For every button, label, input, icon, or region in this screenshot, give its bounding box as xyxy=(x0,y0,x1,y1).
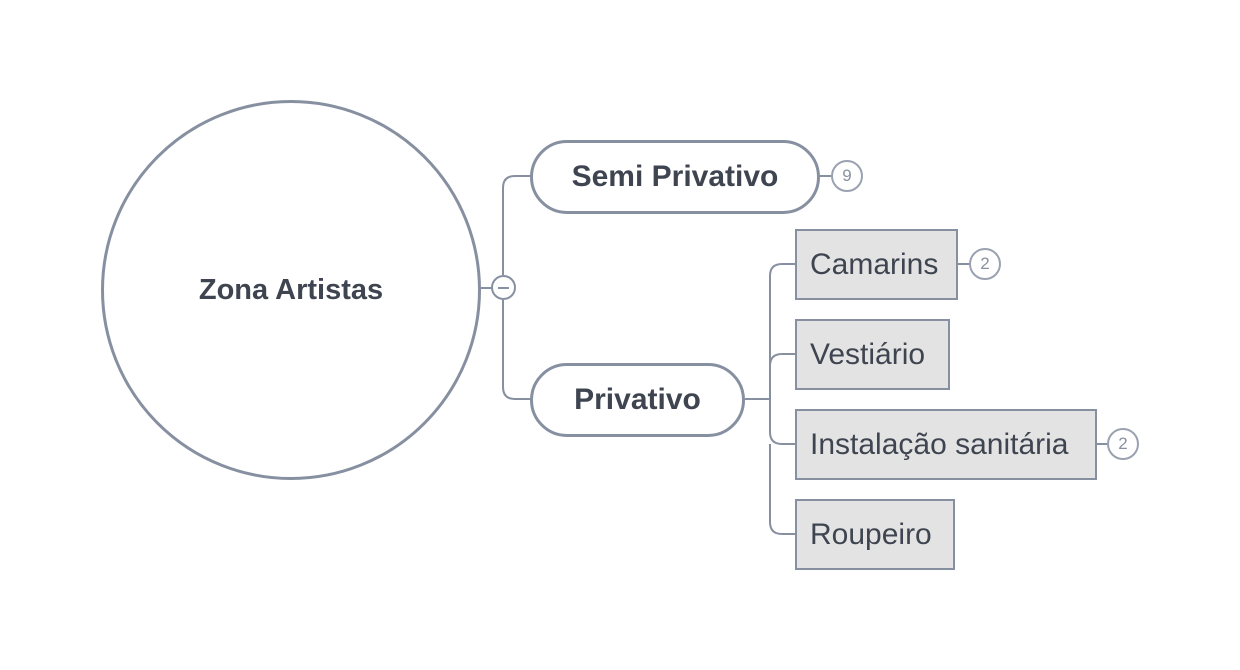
subtopic-label: Roupeiro xyxy=(810,517,932,551)
connector-privativo xyxy=(502,300,531,400)
topic-label: Semi Privativo xyxy=(571,160,779,193)
subtopic-vestiario[interactable]: Vestiário xyxy=(795,319,950,390)
subtopic-label: Instalação sanitária xyxy=(810,427,1069,461)
connector-instalacao xyxy=(769,399,796,445)
connector-camarins xyxy=(769,263,796,399)
topic-label: Privativo xyxy=(574,383,701,416)
connector-vestiario xyxy=(769,353,796,367)
connector-roupeiro xyxy=(769,444,796,535)
topic-semi-privativo[interactable]: Semi Privativo xyxy=(530,140,820,214)
hidden-count-badge-camarins[interactable]: 2 xyxy=(969,248,1001,280)
subtopic-camarins[interactable]: Camarins xyxy=(795,229,958,300)
subtopic-roupeiro[interactable]: Roupeiro xyxy=(795,499,955,570)
central-topic-label: Zona Artistas xyxy=(198,273,384,306)
subtopic-label: Camarins xyxy=(810,247,939,281)
subtopic-label: Vestiário xyxy=(810,337,926,371)
collapse-toggle-icon[interactable] xyxy=(491,275,516,300)
hidden-count-badge-semi-privativo[interactable]: 9 xyxy=(831,160,863,192)
central-topic[interactable]: Zona Artistas xyxy=(101,100,481,480)
topic-privativo[interactable]: Privativo xyxy=(530,363,745,437)
subtopic-instalacao-sanitaria[interactable]: Instalação sanitária xyxy=(795,409,1097,480)
hidden-count-badge-instalacao-sanitaria[interactable]: 2 xyxy=(1107,428,1139,460)
connector-semi-privativo xyxy=(502,175,531,275)
